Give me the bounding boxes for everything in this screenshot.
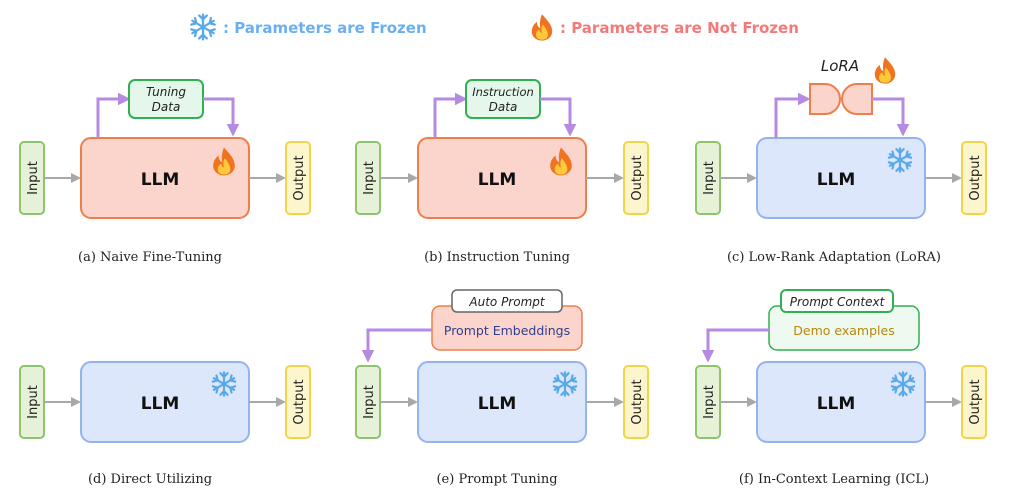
instruction-data-line2: Data [489,100,518,114]
caption: (a) Naive Fine-Tuning [78,250,222,265]
demo-examples-label: Demo examples [793,323,894,338]
output-box [961,141,987,215]
prompt-embeddings-label: Prompt Embeddings [444,323,570,338]
caption: (c) Low-Rank Adaptation (LoRA) [727,250,941,265]
input-label: Input [702,385,717,419]
lora-arrow-in [774,92,811,138]
legend-not-frozen-label: : Parameters are Not Frozen [560,19,799,37]
output-box [623,141,649,215]
llm-label: LLM [141,170,180,190]
input-label: Input [26,385,41,419]
panel-in-context-learning: Input LLM Output Prompt Context Demo exa… [695,289,987,487]
llm-label: LLM [817,394,856,414]
panel-naive-fine-tuning: Input LLM Output Tuning Data (a) Naive F… [19,79,311,265]
auto-prompt-label: Auto Prompt [468,295,545,309]
llm-label: LLM [141,394,180,414]
output-label: Output [630,379,645,424]
tuning-arrow-in [96,92,131,138]
output-box [285,141,311,215]
panel-direct-utilizing: Input LLM Output (d) Direct Utilizing [19,361,311,487]
output-label: Output [968,379,983,424]
input-label: Input [362,161,377,195]
caption: (b) Instruction Tuning [424,250,570,265]
instruction-arrow-out [540,97,577,137]
prompt-context-tag [780,289,894,313]
tuning-arrow-out [203,97,240,137]
flame-icon [874,57,896,84]
llm-label: LLM [817,170,856,190]
input-label: Input [26,161,41,195]
auto-prompt-tag [451,289,563,313]
input-label: Input [362,385,377,419]
caption: (f) In-Context Learning (ICL) [739,472,929,487]
llm-label: LLM [478,394,517,414]
caption: (d) Direct Utilizing [88,472,212,487]
lora-up-projection [841,83,873,115]
output-label: Output [630,155,645,200]
lora-down-projection [809,83,841,115]
prompt-context-label: Prompt Context [790,295,886,309]
lora-label: LoRA [821,57,859,75]
panel-instruction-tuning: Input LLM Output Instruction Data (b) In… [355,79,649,265]
output-label: Output [292,155,307,200]
output-box [285,365,311,439]
instruction-arrow-in [433,92,468,138]
instruction-data-line1: Instruction [472,85,534,99]
lora-arrow-out [872,97,910,137]
panel-lora: Input LLM Output LoRA (c) Low-Rank Adapt… [695,57,987,265]
input-label: Input [702,161,717,195]
panel-prompt-tuning: Input LLM Output Auto Prompt Prompt Embe… [355,289,649,487]
tuning-data-line2: Data [152,100,181,114]
snowflake-icon [189,13,217,41]
output-box [961,365,987,439]
legend-frozen-label: : Parameters are Frozen [223,19,427,37]
llm-label: LLM [478,170,517,190]
prompt-arrow [361,328,432,363]
tuning-data-line1: Tuning [146,85,186,99]
flame-icon [531,14,553,41]
output-box [623,365,649,439]
output-label: Output [292,379,307,424]
output-label: Output [968,155,983,200]
caption: (e) Prompt Tuning [436,472,557,487]
context-arrow [701,328,769,363]
